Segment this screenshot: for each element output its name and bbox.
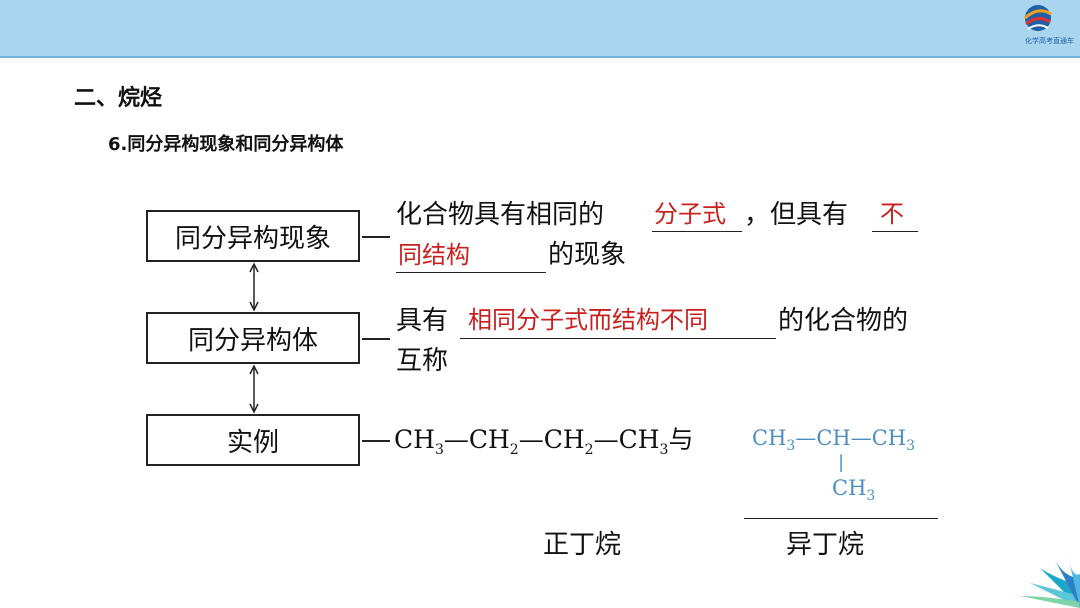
connector-line <box>362 338 390 340</box>
answer-underline <box>396 272 546 273</box>
section-title: 二、烷烃 <box>74 86 163 111</box>
answer-same-formula-diff-structure: 相同分子式而结构不同 <box>468 306 708 334</box>
isobutane-formula-main: CH3—CH—CH3 <box>752 426 916 455</box>
logo-text: 化学高考直通车 <box>1025 37 1074 45</box>
box-isomer: 同分异构体 <box>146 312 360 364</box>
box-label: 同分异构体 <box>187 325 318 356</box>
decorative-flower-icon <box>1020 556 1080 608</box>
top-banner: 化学高考直通车 <box>0 0 1080 58</box>
logo-icon <box>1023 5 1052 31</box>
label-isobutane: 异丁烷 <box>786 530 865 560</box>
conjunction-and: 与 <box>668 425 694 454</box>
isobutane-vertical-bond: | <box>838 452 845 473</box>
phenomenon-def-part2: ，但具有 <box>744 200 849 230</box>
box-isomerism-phenomenon: 同分异构现象 <box>146 210 360 262</box>
subsection-title: 6.同分异构现象和同分异构体 <box>108 134 344 155</box>
answer-different-1: 不 <box>880 200 904 228</box>
box-label: 实例 <box>226 427 279 458</box>
isomer-def-part3: 互称 <box>396 346 449 376</box>
answer-molecular-formula: 分子式 <box>654 200 726 228</box>
box-example: 实例 <box>146 414 360 466</box>
connector-line <box>362 440 390 442</box>
isomer-def-part2: 的化合物的 <box>778 306 909 336</box>
isobutane-branch: CH3 <box>832 476 876 505</box>
box-label: 同分异构现象 <box>174 223 331 254</box>
answer-underline <box>872 231 918 232</box>
double-arrow-icon <box>249 262 259 312</box>
isobutane-underline <box>744 518 938 519</box>
phenomenon-def-part1: 化合物具有相同的 <box>396 200 605 230</box>
isomer-def-part1: 具有 <box>396 306 449 336</box>
double-arrow-icon <box>249 364 259 414</box>
n-butane-formula: CH3—CH2—CH2—CH3与 <box>394 425 694 458</box>
connector-line <box>362 236 390 238</box>
label-n-butane: 正丁烷 <box>543 530 622 560</box>
answer-underline <box>460 338 776 339</box>
answer-underline <box>652 231 742 232</box>
answer-different-2: 同结构 <box>398 241 470 269</box>
phenomenon-def-part3: 的现象 <box>548 240 627 270</box>
